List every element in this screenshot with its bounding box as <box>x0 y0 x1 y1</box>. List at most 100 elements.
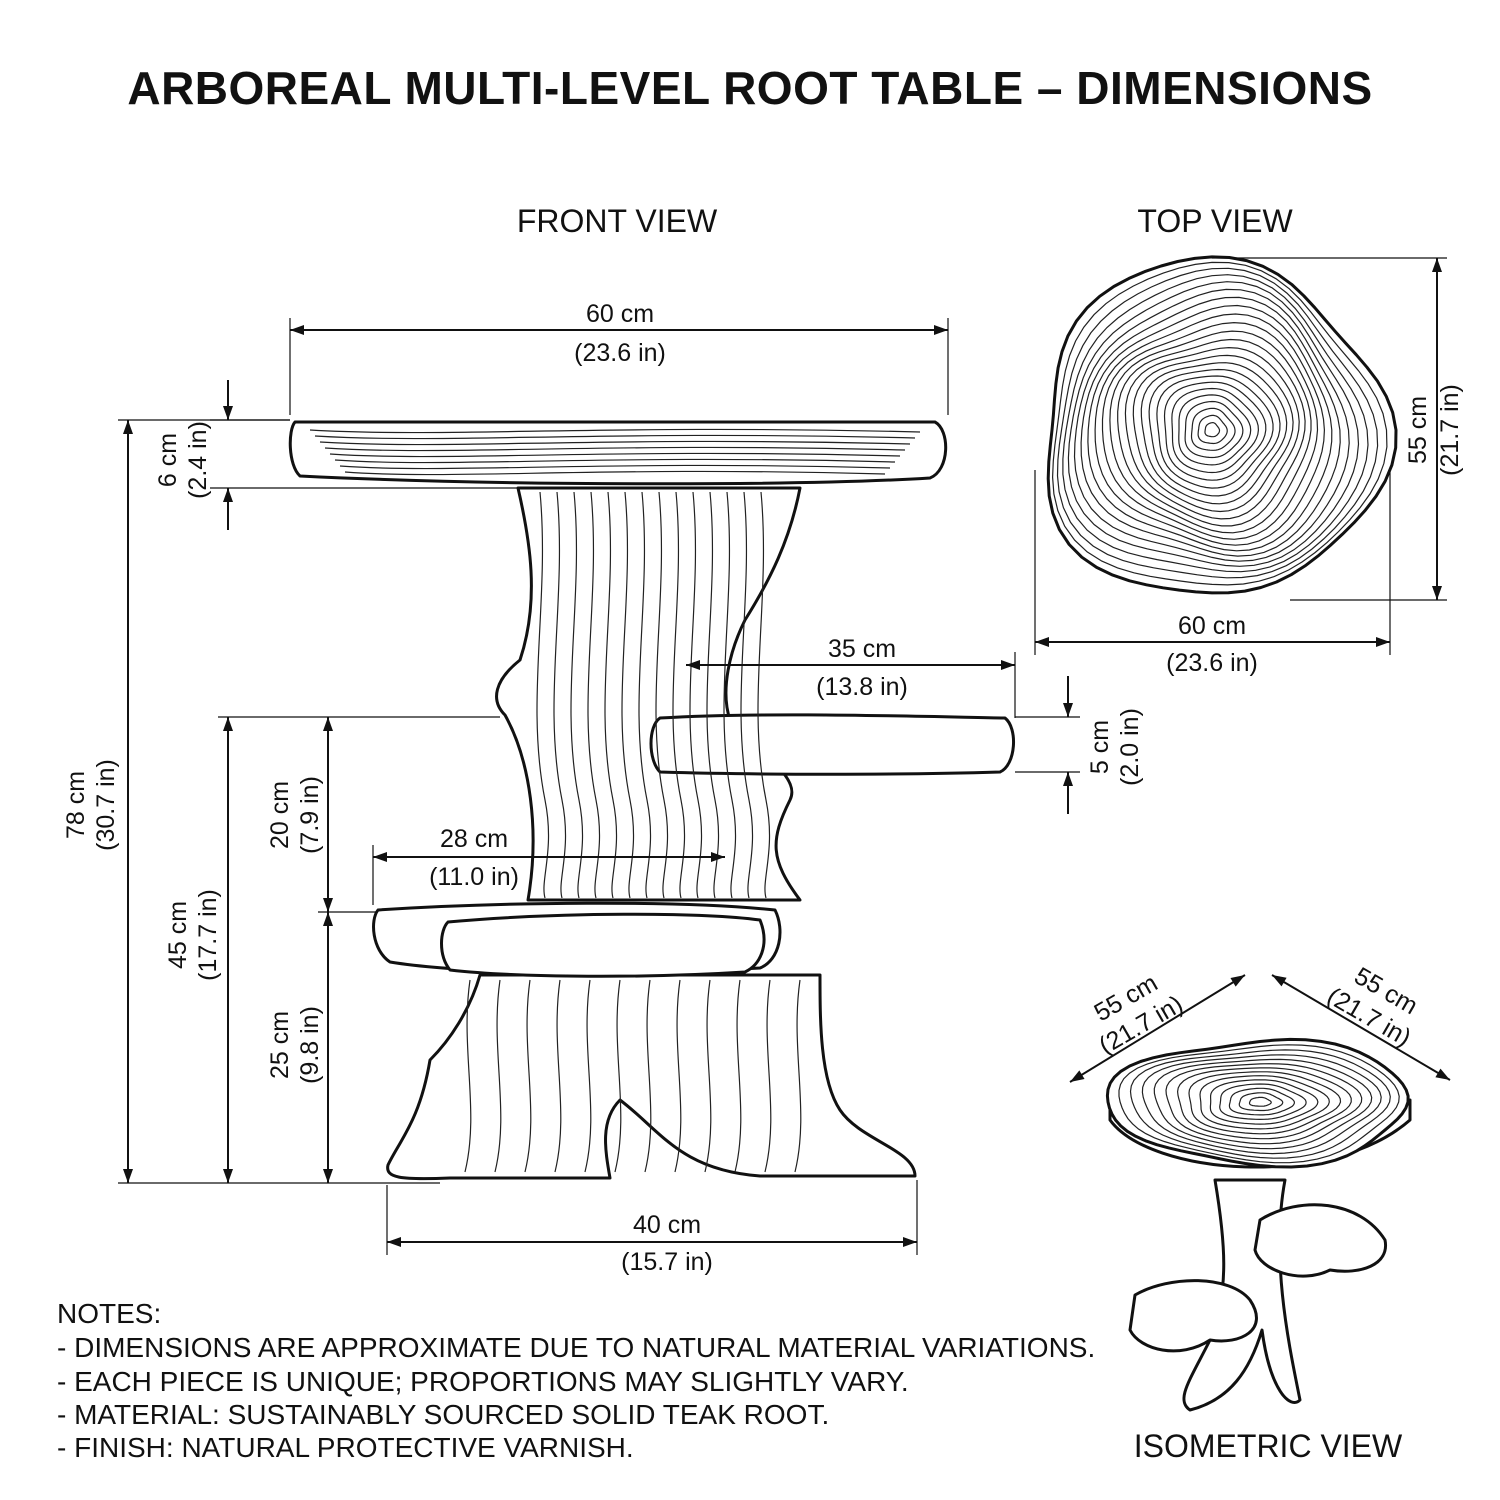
growth-ring <box>1067 281 1360 567</box>
root-base <box>386 973 917 1181</box>
arrowhead <box>1272 975 1287 987</box>
dim-top-thickness-cm: 6 cm <box>154 433 182 487</box>
growth-ring <box>1073 288 1350 562</box>
arrowhead <box>711 852 725 862</box>
note-item: - DIMENSIONS ARE APPROXIMATE DUE TO NATU… <box>57 1332 1095 1363</box>
arrowhead <box>323 1169 333 1183</box>
notes: NOTES: - DIMENSIONS ARE APPROXIMATE DUE … <box>57 1298 1095 1463</box>
dim-low-shelf-width-in: (11.0 in) <box>429 863 519 891</box>
growth-ring <box>1163 381 1267 481</box>
dim-mid-shelf-height-in: (17.7 in) <box>194 889 222 981</box>
growth-ring <box>1209 1079 1319 1125</box>
arrowhead <box>373 852 387 862</box>
arrowhead <box>1063 772 1073 786</box>
growth-ring <box>1204 421 1221 438</box>
grain-line <box>339 464 891 470</box>
growth-ring <box>1190 407 1236 451</box>
note-item: - EACH PIECE IS UNIQUE; PROPORTIONS MAY … <box>57 1366 909 1397</box>
grain-line <box>587 491 601 899</box>
dim-shelf-gap-cm: 20 cm <box>266 781 294 849</box>
grain-line <box>319 440 911 446</box>
arrowhead <box>1432 586 1442 600</box>
grain-line <box>554 979 562 1173</box>
grain-line <box>706 491 720 899</box>
arrowhead <box>686 660 700 670</box>
growth-ring <box>1129 1049 1391 1159</box>
growth-ring <box>1228 1087 1296 1116</box>
grain-line <box>309 428 921 434</box>
grain-line <box>570 491 584 899</box>
grain-line <box>314 434 916 440</box>
grain-line <box>757 491 771 899</box>
growth-ring <box>1109 330 1312 534</box>
dimension-line <box>1271 974 1451 1081</box>
arrowhead <box>223 488 233 502</box>
dim-mid-shelf-width-in: (13.8 in) <box>816 673 908 701</box>
growth-ring <box>1156 375 1274 489</box>
front-view-drawing <box>288 420 1016 1181</box>
growth-ring <box>1171 387 1260 474</box>
page-title: ARBOREAL MULTI-LEVEL ROOT TABLE – DIMENS… <box>127 62 1372 114</box>
grain-line <box>723 491 737 899</box>
dimension-line <box>1069 974 1246 1083</box>
dimension-labels: 60 cm (23.6 in) 6 cm (2.4 in) 78 cm (30.… <box>62 300 1464 1276</box>
growth-ring <box>1248 1096 1272 1107</box>
growth-ring <box>1117 338 1306 527</box>
isometric-view-label: ISOMETRIC VIEW <box>1134 1428 1403 1464</box>
arrowhead <box>1230 975 1245 987</box>
arrowhead <box>1070 1070 1085 1082</box>
growth-ring <box>1165 1063 1363 1145</box>
grain-line <box>614 979 622 1173</box>
growth-ring <box>1197 414 1228 445</box>
dim-top-depth-cm: 55 cm <box>1404 396 1432 464</box>
dim-top-width-in: (23.6 in) <box>574 339 666 367</box>
dim-mid-shelf-height-cm: 45 cm <box>164 901 192 969</box>
grain-line <box>689 491 703 899</box>
dim-top-depth-in: (21.7 in) <box>1436 384 1464 476</box>
growth-ring <box>1153 1058 1373 1150</box>
iso-tabletop <box>1105 1037 1412 1169</box>
slab-outline <box>1046 255 1398 595</box>
middle-shelf <box>649 713 1016 776</box>
dim-top-width-cm: 60 cm <box>586 300 654 328</box>
grain-line <box>621 491 635 899</box>
arrowhead <box>1376 637 1390 647</box>
dim-base-width-in: (15.7 in) <box>621 1248 713 1276</box>
dimension-lines <box>118 257 1451 1255</box>
grain-line <box>672 491 686 899</box>
arrowhead <box>223 1169 233 1183</box>
grain-line <box>740 491 754 899</box>
note-item: - FINISH: NATURAL PROTECTIVE VARNISH. <box>57 1432 634 1463</box>
slab-outline <box>1105 1037 1410 1169</box>
grain-line <box>344 470 886 476</box>
dim-mid-shelf-thickness-cm: 5 cm <box>1086 720 1114 774</box>
grain-line <box>464 979 472 1173</box>
growth-ring <box>1051 261 1388 586</box>
dim-topview-width-in: (23.6 in) <box>1166 649 1258 677</box>
growth-ring <box>1118 1044 1400 1164</box>
growth-ring <box>1087 304 1333 552</box>
growth-ring <box>1184 400 1244 459</box>
top-view-slab <box>1046 255 1398 595</box>
dim-top-thickness-in: (2.4 in) <box>184 421 212 499</box>
arrowhead <box>123 420 133 434</box>
growth-ring <box>1140 362 1288 505</box>
arrowhead <box>1063 703 1073 717</box>
arrowhead <box>1432 258 1442 272</box>
arrowhead <box>323 898 333 912</box>
front-view-label: FRONT VIEW <box>517 203 718 239</box>
arrowhead <box>323 717 333 731</box>
isometric-view-drawing <box>1105 1037 1412 1412</box>
grain-line <box>324 446 906 452</box>
dim-total-height-in: (30.7 in) <box>92 759 120 851</box>
grain-line <box>553 491 567 899</box>
lower-shelf-front <box>440 912 766 978</box>
wood-grain <box>309 428 921 1173</box>
growth-ring <box>1094 313 1326 546</box>
arrowhead <box>934 325 948 335</box>
grain-line <box>536 491 550 899</box>
grain-line <box>655 491 669 899</box>
iso-shelf-left <box>1128 1279 1258 1353</box>
growth-ring <box>1080 296 1341 557</box>
